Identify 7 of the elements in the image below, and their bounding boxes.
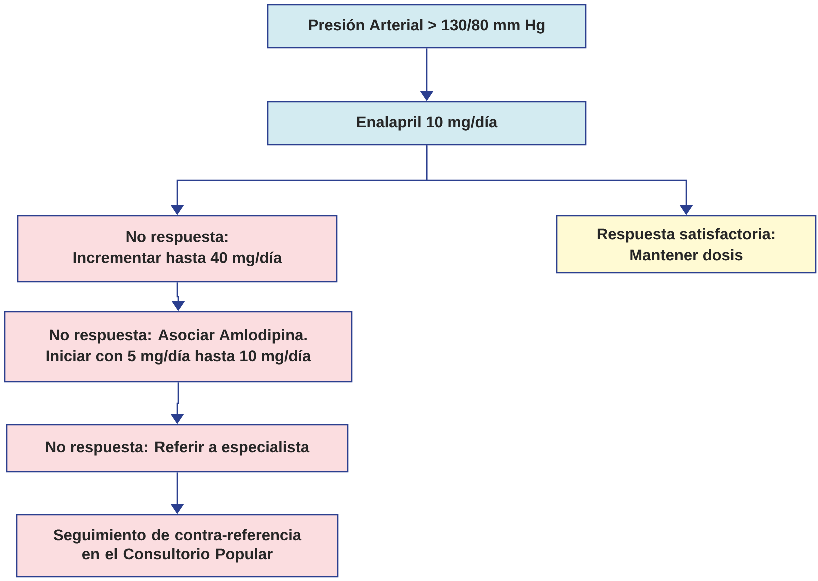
process-box: No respuesta: Incrementar hasta 40 mg/día xyxy=(17,215,338,283)
process-box: Respuesta satisfactoria: Mantener dosis xyxy=(556,215,817,274)
process-box: Presión Arterial > 130/80 mm Hg xyxy=(267,4,587,49)
process-box: No respuesta: Referir a especialista xyxy=(6,424,349,473)
process-box: No respuesta: Asociar Amlodipina. Iniciar con 5 mg/día hasta 10 mg/día xyxy=(4,311,353,383)
process-box: Enalapril 10 mg/día xyxy=(267,101,587,146)
process-box: Seguimiento de contra-referencia en el Consultorio Popular xyxy=(16,514,339,578)
